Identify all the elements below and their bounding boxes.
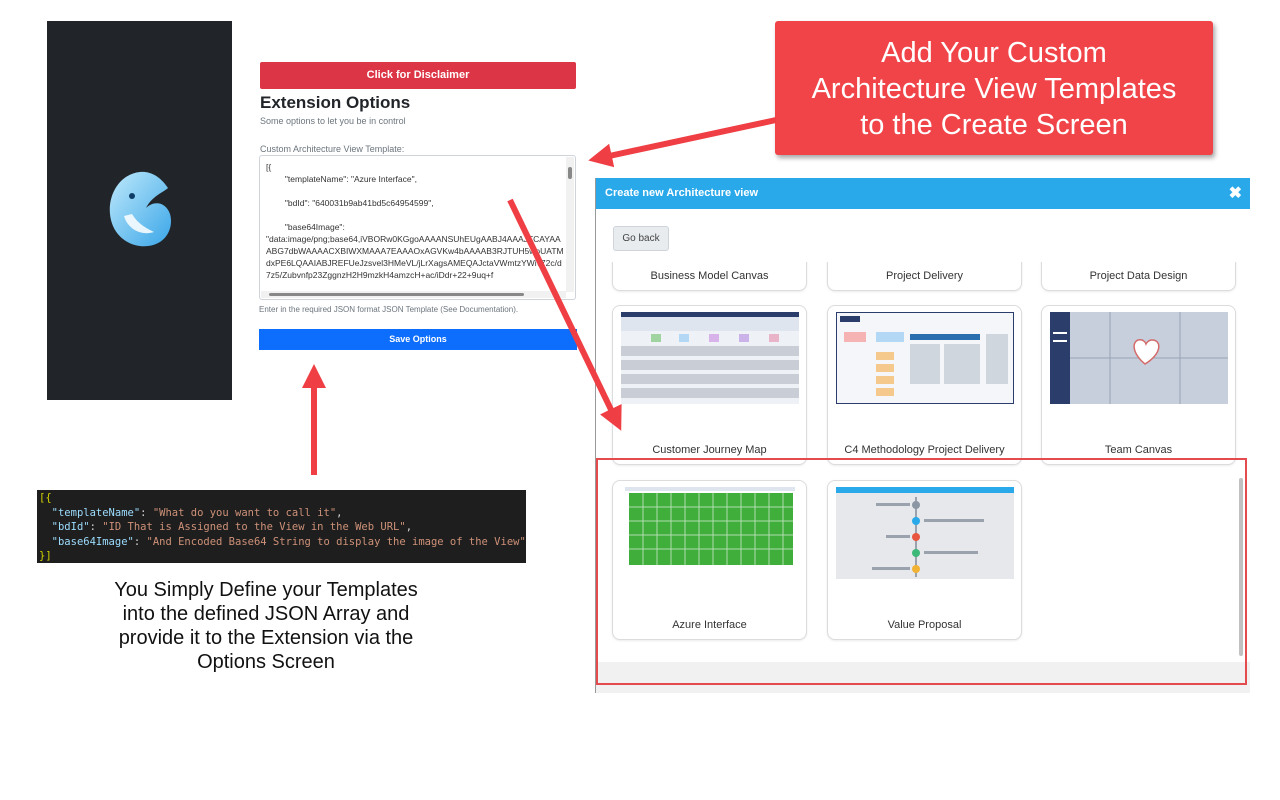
template-json-text: [{ "templateName": "Azure Interface", "b…: [266, 162, 564, 280]
textarea-horizontal-scrollbar[interactable]: [261, 291, 566, 298]
value-proposal-thumbnail: [836, 487, 1014, 579]
modal-footer: [596, 662, 1250, 693]
arrow-callout-to-textarea: [588, 117, 777, 168]
callout-line-2: Architecture View Templates: [811, 73, 1177, 105]
modal-scrollbar[interactable]: [1239, 478, 1243, 656]
code-key-bdid: "bdId": [51, 521, 90, 533]
customer-journey-map-thumbnail: [621, 312, 799, 404]
card-label: Team Canvas: [1104, 444, 1173, 456]
arrow-textarea-to-modal: [507, 198, 622, 431]
template-card-azure-interface[interactable]: Azure Interface: [612, 480, 807, 640]
dolphin-logo-icon: [109, 171, 172, 247]
card-label: Customer Journey Map: [652, 444, 767, 456]
code-open-bracket: [{: [39, 492, 52, 504]
template-card-business-model-canvas[interactable]: Business Model Canvas: [612, 262, 807, 291]
template-card-project-delivery[interactable]: Project Delivery: [827, 262, 1022, 291]
go-back-button[interactable]: Go back: [613, 226, 669, 251]
modal-title: Create new Architecture view: [605, 187, 759, 199]
card-label: C4 Methodology Project Delivery: [844, 444, 1005, 456]
save-options-button[interactable]: Save Options: [259, 329, 577, 350]
template-help-text: Enter in the required JSON format JSON T…: [259, 305, 519, 314]
azure-interface-thumbnail: [621, 487, 799, 579]
caption-line-4: Options Screen: [197, 651, 335, 673]
instruction-caption: You Simply Define your Templates into th…: [60, 578, 472, 674]
callout-line-1: Add Your Custom: [881, 37, 1107, 69]
code-value-base64: "And Encoded Base64 String to display th…: [146, 535, 526, 548]
template-card-c4-methodology[interactable]: C4 Methodology Project Delivery: [827, 305, 1022, 465]
extension-logo-panel: [47, 21, 232, 400]
template-grid: Business Model Canvas Project Delivery P…: [596, 262, 1250, 662]
json-code-snippet: [{ "templateName": "What do you want to …: [37, 490, 526, 563]
callout-box: Add Your Custom Architecture View Templa…: [775, 21, 1213, 155]
template-card-team-canvas[interactable]: Team Canvas: [1041, 305, 1236, 465]
caption-line-3: provide it to the Extension via the: [118, 627, 414, 649]
caption-line-2: into the defined JSON Array and: [122, 603, 410, 625]
c4-methodology-thumbnail: [836, 312, 1014, 404]
create-architecture-view-modal: Create new Architecture view ✖ Go back B…: [595, 178, 1250, 693]
code-key-template-name: "templateName": [51, 506, 141, 519]
options-subtitle: Some options to let you be in control: [260, 116, 406, 126]
card-label: Project Data Design: [1089, 270, 1188, 282]
code-key-base64: "base64Image": [51, 535, 134, 548]
card-label: Project Delivery: [885, 270, 964, 282]
close-icon[interactable]: ✖: [1228, 185, 1242, 202]
code-close-bracket: }]: [39, 550, 52, 562]
disclaimer-button[interactable]: Click for Disclaimer: [260, 62, 576, 89]
template-card-project-data-design[interactable]: Project Data Design: [1041, 262, 1236, 291]
new-templates-highlight-box: [596, 458, 1247, 685]
code-value-bdid: "ID That is Assigned to the View in the …: [102, 521, 406, 533]
options-title: Extension Options: [260, 93, 411, 112]
card-label: Azure Interface: [672, 619, 747, 631]
template-card-value-proposal[interactable]: Value Proposal: [827, 480, 1022, 640]
template-field-label: Custom Architecture View Template:: [260, 144, 405, 154]
textarea-vertical-scrollbar[interactable]: [566, 157, 574, 292]
template-card-customer-journey-map[interactable]: Customer Journey Map: [612, 305, 807, 465]
template-json-textarea[interactable]: [{ "templateName": "Azure Interface", "b…: [259, 155, 576, 300]
code-value-template-name: "What do you want to call it": [152, 506, 337, 519]
card-label: Value Proposal: [887, 619, 962, 631]
callout-line-3: to the Create Screen: [860, 109, 1128, 141]
caption-line-1: You Simply Define your Templates: [114, 579, 418, 601]
card-label: Business Model Canvas: [650, 270, 769, 282]
modal-header: Create new Architecture view ✖: [596, 178, 1250, 209]
team-canvas-thumbnail: [1050, 312, 1228, 404]
